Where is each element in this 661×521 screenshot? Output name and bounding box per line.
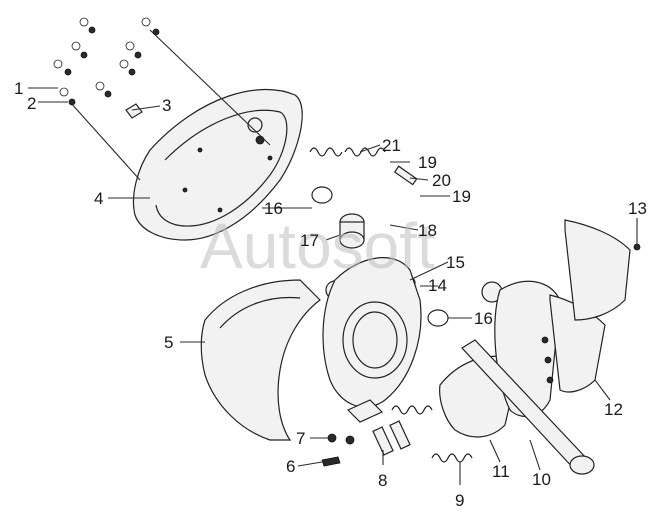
nut-7b xyxy=(345,435,355,445)
seal-ring-lower xyxy=(427,309,449,327)
brake-lining-left xyxy=(200,279,321,441)
callout-19-lower: 19 xyxy=(452,187,471,206)
callout-14: 14 xyxy=(428,276,447,295)
callout-2: 2 xyxy=(27,94,36,113)
callout-10: 10 xyxy=(532,470,551,489)
callout-21: 21 xyxy=(382,136,401,155)
callout-16-upper: 16 xyxy=(264,199,283,218)
retaining-plate xyxy=(346,399,384,423)
spring-9 xyxy=(431,453,473,463)
callout-1: 1 xyxy=(14,79,23,98)
return-springs xyxy=(309,147,386,157)
brake-lining-top-right xyxy=(564,219,641,321)
callout-12: 12 xyxy=(604,400,623,419)
callout-5: 5 xyxy=(164,333,173,352)
dust-shield xyxy=(132,88,303,241)
callout-11: 11 xyxy=(492,462,510,481)
callout-17: 17 xyxy=(300,231,319,250)
callout-6: 6 xyxy=(286,457,295,476)
callout-labels: 1 2 3 4 5 6 7 8 9 10 11 12 13 14 15 16 1… xyxy=(14,79,647,510)
brake-spider xyxy=(322,257,422,408)
callout-19-upper: 19 xyxy=(418,153,437,172)
callout-9: 9 xyxy=(455,491,464,510)
anchor-pin xyxy=(393,165,418,186)
callout-7: 7 xyxy=(296,429,305,448)
studs xyxy=(372,420,411,456)
fitting-3 xyxy=(125,103,143,119)
callout-15: 15 xyxy=(446,253,465,272)
leader-lines xyxy=(28,29,638,485)
callout-20: 20 xyxy=(432,171,451,190)
spring-upper xyxy=(391,405,433,415)
key-6 xyxy=(321,456,341,467)
callout-16-lower: 16 xyxy=(474,309,493,328)
seal-ring-upper xyxy=(311,186,333,204)
callout-13: 13 xyxy=(628,199,647,218)
callout-8: 8 xyxy=(378,471,387,490)
callout-18: 18 xyxy=(418,221,437,240)
camshaft xyxy=(461,339,595,475)
watermark: Autosoft xyxy=(200,210,435,282)
callout-4: 4 xyxy=(94,189,103,208)
callout-3: 3 xyxy=(162,96,171,115)
fastener-group xyxy=(53,17,160,106)
